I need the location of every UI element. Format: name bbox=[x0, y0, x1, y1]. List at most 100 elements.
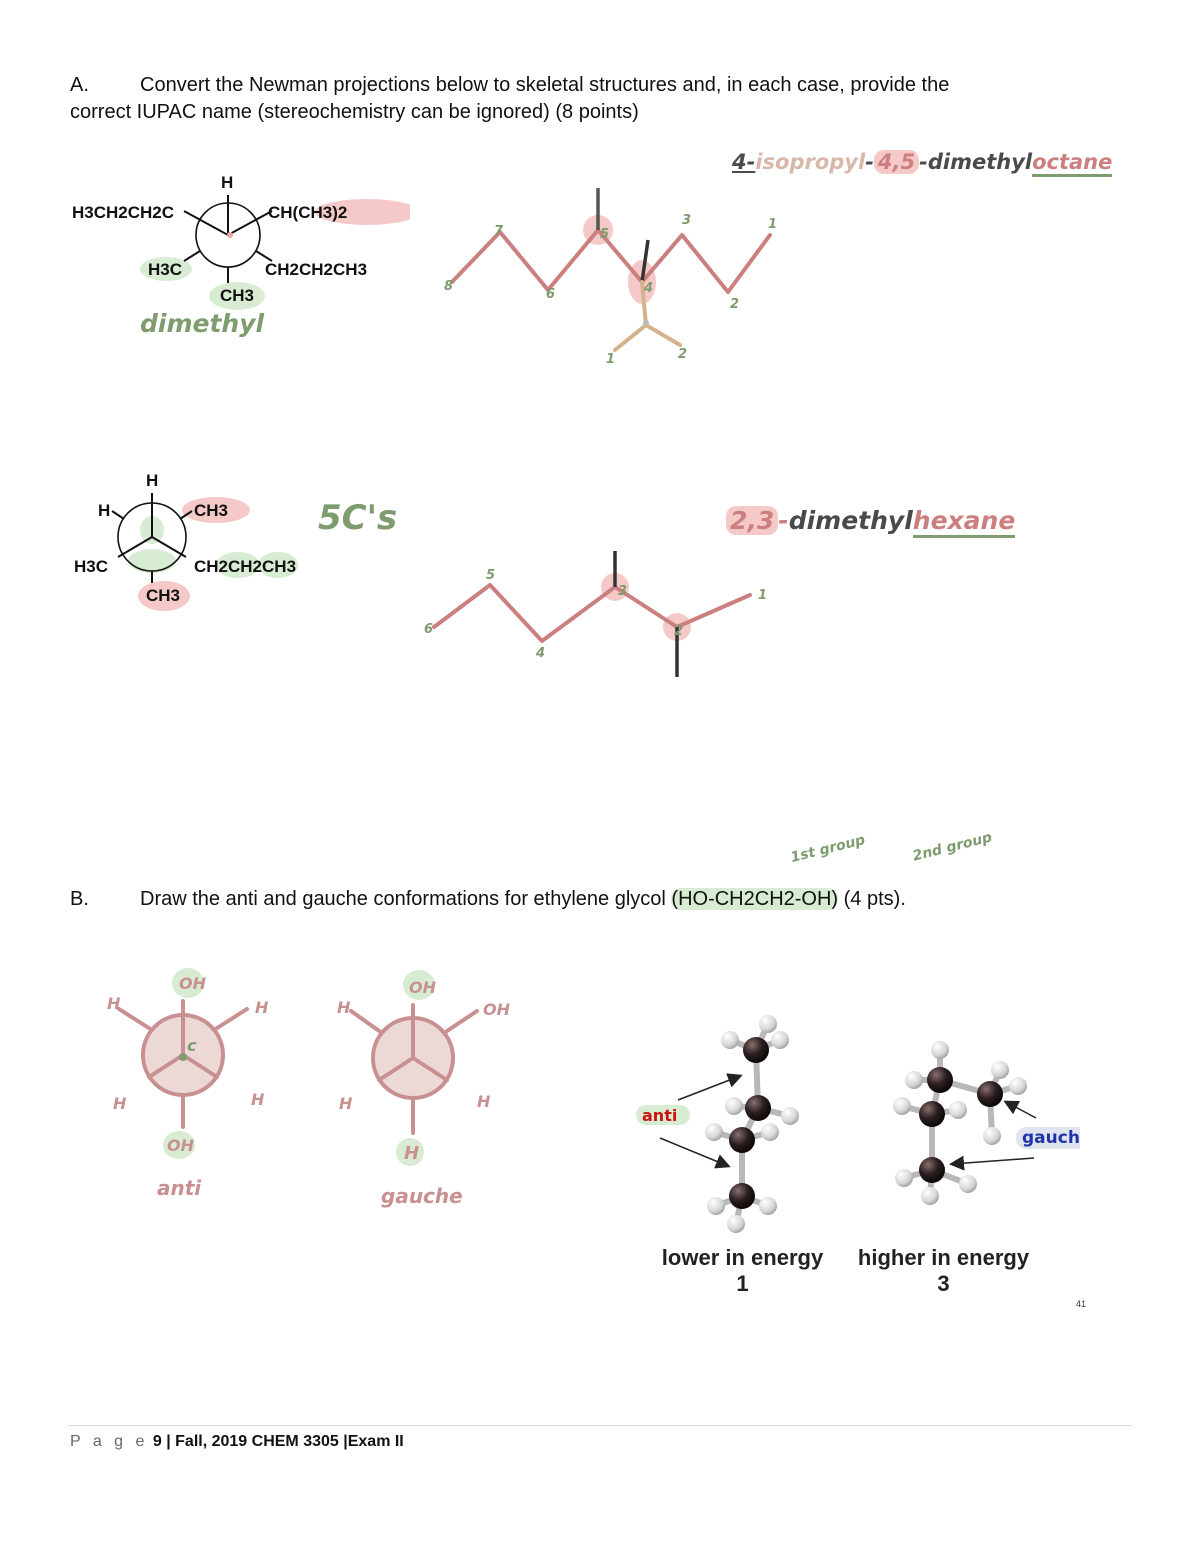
newman-1-front-left: H3CH2CH2C bbox=[72, 203, 175, 222]
anti-bottom: OH bbox=[167, 1136, 195, 1155]
gauche-model-label: gauche bbox=[1022, 1128, 1080, 1148]
skel1-branch-num-1: 1 bbox=[606, 352, 615, 367]
name1-locant: 4- bbox=[732, 150, 756, 174]
left-caption-text: lower in energy bbox=[661, 1245, 824, 1270]
gauche-upper-left: H bbox=[337, 998, 351, 1017]
skel1-branch-num-2: 2 bbox=[678, 347, 687, 362]
main-chain bbox=[450, 228, 772, 294]
right-caption-value: 3 bbox=[937, 1271, 950, 1296]
anti-model-label: anti bbox=[642, 1106, 677, 1125]
iupac-name-2: 2,3-dimethylhexane bbox=[726, 506, 1016, 538]
anti-upper-right: H bbox=[255, 998, 269, 1017]
gauche-newman: OH H OH H H H gauche bbox=[337, 970, 511, 1208]
name2-dash: - bbox=[778, 506, 789, 535]
gauche-lower-left: H bbox=[339, 1094, 353, 1113]
gauche-lower-right: H bbox=[477, 1092, 491, 1111]
skel2-num-2: 2 bbox=[674, 624, 683, 639]
newman-2-back-right: CH2CH2CH3 bbox=[194, 557, 297, 576]
gauche-caption: gauche bbox=[381, 1184, 463, 1208]
note-first-group: 1st group bbox=[789, 832, 867, 866]
newman-1-annotation: dimethyl bbox=[140, 309, 265, 338]
newman-1-back-left: H3C bbox=[148, 260, 183, 279]
anti-top: OH bbox=[179, 974, 207, 993]
methyl-c4 bbox=[640, 239, 650, 283]
skel2-num-4: 4 bbox=[535, 646, 545, 661]
isopropyl-branch-b bbox=[644, 323, 682, 347]
corner-mark: 41 bbox=[1076, 1299, 1087, 1309]
name1-dimethyl: dimethyl bbox=[927, 150, 1033, 174]
name2-parent: hexane bbox=[912, 506, 1016, 538]
gauche-top: OH bbox=[409, 978, 437, 997]
newman-2-back-bottom: CH3 bbox=[146, 586, 181, 605]
question-a-line1: Convert the Newman projections below to … bbox=[140, 74, 950, 96]
skel2-num-3: 3 bbox=[618, 584, 627, 599]
skel1-num-7: 7 bbox=[494, 224, 504, 239]
left-caption-value: 1 bbox=[736, 1271, 749, 1296]
name1-dash-2: - bbox=[919, 150, 928, 174]
newman-2-front-top: H bbox=[146, 471, 159, 490]
right-caption-text: higher in energy bbox=[857, 1245, 1030, 1270]
footer-page-word: P a g e bbox=[70, 1433, 149, 1450]
highlight-ch3-front bbox=[182, 497, 250, 523]
name1-locants-45: 4,5 bbox=[873, 150, 920, 174]
newman-1-drawing bbox=[140, 195, 410, 310]
page-footer: P a g e 9 | Fall, 2019 CHEM 3305 |Exam I… bbox=[70, 1433, 404, 1451]
newman-2-annotation: 5C's bbox=[318, 498, 398, 538]
newman-projection-2: H H CH3 H3C CH2CH2CH3 CH3 bbox=[60, 465, 340, 615]
anti-caption: anti bbox=[157, 1176, 202, 1200]
anti-lower-right: H bbox=[251, 1090, 265, 1109]
skel2-num-1: 1 bbox=[758, 588, 767, 603]
highlight-isopropyl bbox=[315, 199, 410, 225]
highlight-methyl-left bbox=[140, 257, 192, 281]
newman-projection-1: H H3CH2CH2C CH(CH3)2 H3C CH2CH2CH3 CH3 d… bbox=[60, 165, 410, 345]
question-a-label: A. bbox=[70, 74, 89, 96]
footer-rule bbox=[68, 1425, 1132, 1426]
skel1-num-8: 8 bbox=[444, 279, 453, 294]
skel1-num-3: 3 bbox=[682, 213, 691, 228]
skeletal-structure-2: 6 5 4 3 2 1 bbox=[424, 551, 767, 677]
anti-newman: OH H H H H OH c anti bbox=[107, 968, 269, 1200]
skel1-num-2: 2 bbox=[730, 297, 739, 312]
anti-upper-left: H bbox=[107, 994, 121, 1013]
newman-1-back-bottom: CH3 bbox=[220, 286, 255, 305]
question-a-line2: correct IUPAC name (stereochemistry can … bbox=[70, 101, 639, 123]
newman-2-front-right: CH3 bbox=[194, 501, 229, 520]
gauche-upper-right: OH bbox=[483, 1000, 511, 1019]
name1-isopropyl: isopropyl bbox=[755, 150, 866, 174]
left-model-caption: lower in energy 1 bbox=[650, 1245, 835, 1297]
footer-course: Fall, 2019 CHEM 3305 |Exam II bbox=[175, 1433, 404, 1450]
question-b-formula: (HO-CH2CH2-OH) bbox=[671, 888, 839, 910]
question-b: B. Draw the anti and gauche conformations… bbox=[70, 886, 906, 913]
skel2-num-6: 6 bbox=[424, 622, 433, 637]
highlight-chain-1 bbox=[216, 552, 260, 578]
name2-locants: 2,3 bbox=[726, 506, 779, 535]
skel1-num-1: 1 bbox=[768, 217, 777, 232]
question-b-label: B. bbox=[70, 888, 89, 910]
highlight-chain-2 bbox=[258, 552, 298, 578]
footer-separator: | bbox=[161, 1433, 176, 1450]
ball-stick-models: anti gauche bbox=[636, 1015, 1080, 1233]
skel1-num-6: 6 bbox=[546, 287, 555, 302]
anti-butane-model bbox=[705, 1015, 799, 1233]
newman-1-back-right: CH2CH2CH3 bbox=[265, 260, 368, 279]
newman-2-drawing bbox=[111, 493, 298, 611]
question-b-text: Draw the anti and gauche conformations f… bbox=[140, 888, 672, 910]
note-second-group: 2nd group bbox=[911, 829, 994, 865]
gauche-bottom: H bbox=[404, 1143, 419, 1164]
name1-dash-1: - bbox=[865, 150, 874, 174]
hexane-chain bbox=[432, 583, 752, 643]
gauche-butane-model bbox=[893, 1041, 1027, 1205]
right-model-caption: higher in energy 3 bbox=[846, 1245, 1041, 1297]
skel2-num-5: 5 bbox=[486, 568, 495, 583]
iupac-name-1: 4-isopropyl-4,5-dimethyloctane bbox=[732, 150, 1113, 177]
highlight-ch3-back bbox=[138, 581, 190, 611]
name2-dimethyl: dimethyl bbox=[788, 506, 913, 535]
anti-center: c bbox=[187, 1036, 197, 1055]
highlight-methyl-bottom bbox=[209, 282, 265, 310]
skeletal-structure-1: 8 7 6 5 4 3 2 1 1 2 bbox=[444, 188, 777, 367]
footer-page-number: 9 bbox=[152, 1433, 162, 1450]
newman-1-front-right: CH(CH3)2 bbox=[268, 203, 348, 222]
newman-2-front-left: H bbox=[98, 501, 111, 520]
newman-1-front-top: H bbox=[221, 173, 234, 192]
anti-lower-left: H bbox=[113, 1094, 127, 1113]
